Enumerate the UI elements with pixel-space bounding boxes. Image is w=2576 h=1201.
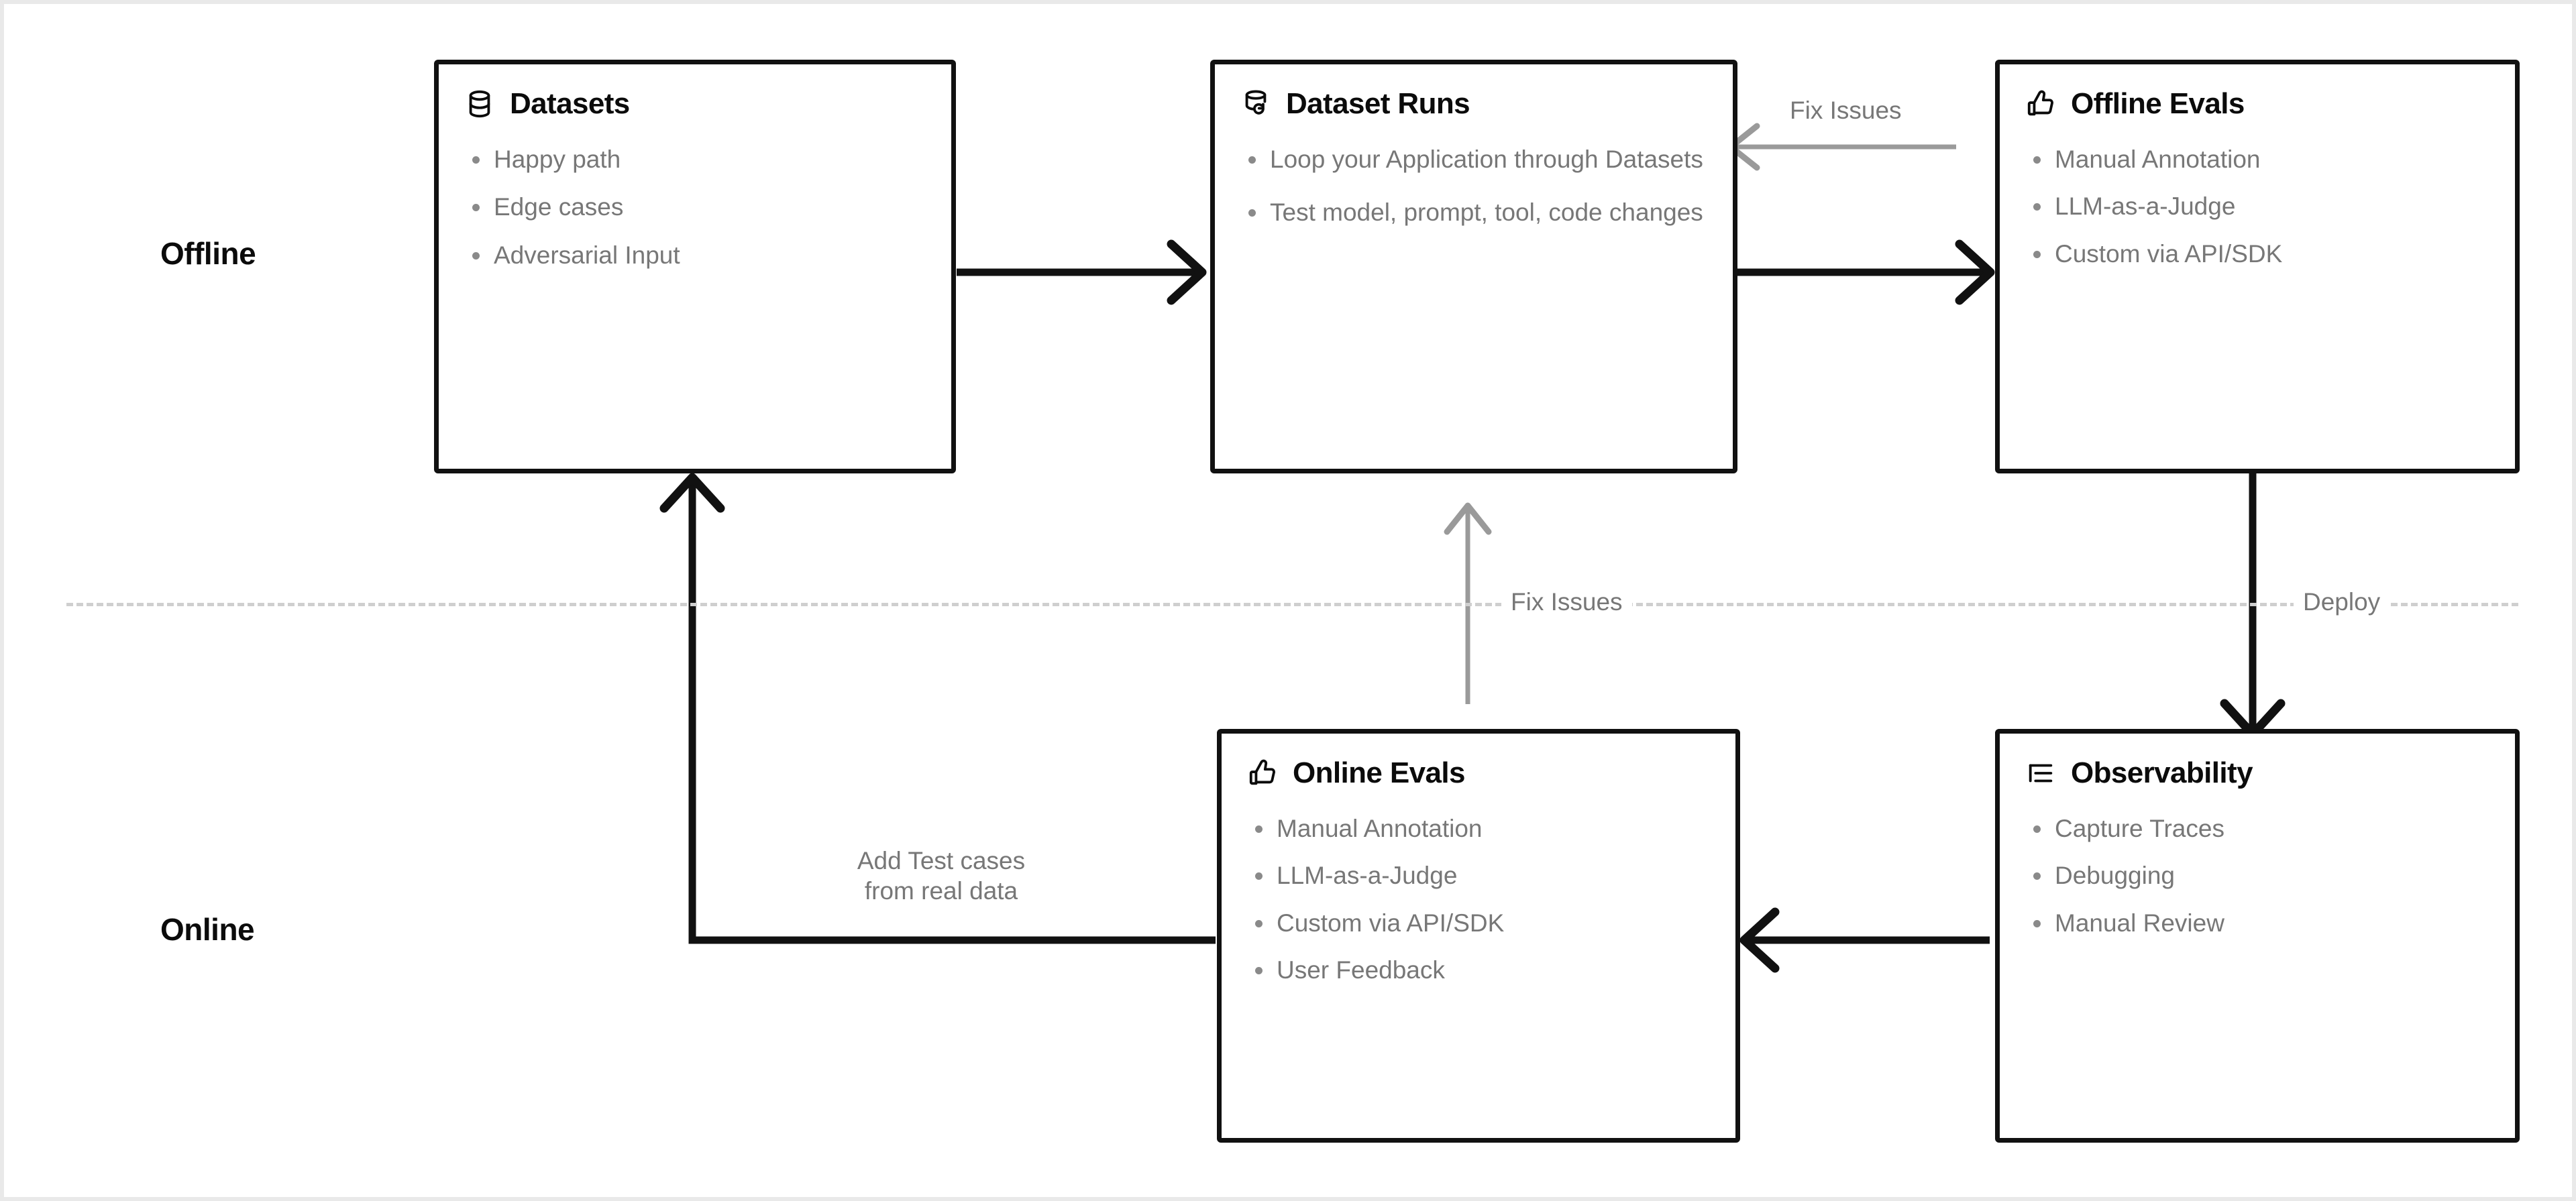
node-observability-header: Observability	[2025, 756, 2489, 790]
list-item: Test model, prompt, tool, code changes	[1240, 196, 1707, 228]
phase-label-online: Online	[160, 912, 255, 947]
node-datasets-list: Happy path Edge cases Adversarial Input	[464, 144, 926, 271]
node-dataset-runs[interactable]: Dataset Runs Loop your Application throu…	[1210, 60, 1737, 473]
node-observability-list: Capture Traces Debugging Manual Review	[2025, 813, 2489, 939]
list-item: Debugging	[2025, 860, 2489, 891]
list-item: User Feedback	[1247, 954, 1710, 986]
node-dataset-runs-title: Dataset Runs	[1286, 87, 1470, 120]
edge-label-add-test-cases: Add Test cases from real data	[810, 846, 1072, 907]
node-online-evals-title: Online Evals	[1293, 756, 1466, 789]
edge-label-deploy: Deploy	[2294, 587, 2390, 618]
list-item: Adversarial Input	[464, 239, 926, 271]
list-tree-icon	[2029, 764, 2053, 783]
list-item: Loop your Application through Datasets	[1240, 144, 1707, 175]
node-observability-title: Observability	[2071, 756, 2253, 789]
list-item: Manual Annotation	[2025, 144, 2489, 175]
thumbs-up-icon	[2027, 90, 2053, 116]
list-item: LLM-as-a-Judge	[2025, 190, 2489, 222]
node-datasets-header: Datasets	[464, 87, 926, 121]
node-dataset-runs-list: Loop your Application through Datasets T…	[1240, 144, 1707, 229]
node-offline-evals-title: Offline Evals	[2071, 87, 2245, 120]
node-online-evals-header: Online Evals	[1247, 756, 1710, 790]
node-online-evals[interactable]: Online Evals Manual Annotation LLM-as-a-…	[1217, 729, 1740, 1143]
edge-label-add-test-cases-line2: from real data	[864, 877, 1018, 905]
list-item: Happy path	[464, 144, 926, 175]
thumbs-up-icon	[1249, 759, 1275, 785]
list-item: Manual Review	[2025, 907, 2489, 939]
node-datasets-title: Datasets	[510, 87, 630, 120]
node-datasets[interactable]: Datasets Happy path Edge cases Adversari…	[434, 60, 956, 473]
phase-label-offline: Offline	[160, 236, 256, 271]
node-offline-evals-list: Manual Annotation LLM-as-a-Judge Custom …	[2025, 144, 2489, 270]
node-offline-evals-header: Offline Evals	[2025, 87, 2489, 121]
list-item: Capture Traces	[2025, 813, 2489, 844]
arrow-observability-to-online-evals	[1739, 907, 1990, 973]
database-icon	[469, 90, 490, 118]
arrow-datasets-to-dataset-runs	[957, 239, 1207, 305]
list-item: LLM-as-a-Judge	[1247, 860, 1710, 891]
node-online-evals-list: Manual Annotation LLM-as-a-Judge Custom …	[1247, 813, 1710, 986]
node-observability[interactable]: Observability Capture Traces Debugging M…	[1995, 729, 2520, 1143]
arrow-dataset-runs-to-offline-evals	[1735, 239, 1995, 305]
list-item: Manual Annotation	[1247, 813, 1710, 844]
list-item: Custom via API/SDK	[2025, 238, 2489, 270]
offline-online-divider	[66, 603, 2518, 606]
edge-label-fix-issues-middle: Fix Issues	[1501, 587, 1632, 618]
list-item: Edge cases	[464, 191, 926, 223]
edge-label-fix-issues-top: Fix Issues	[1780, 95, 1911, 126]
node-offline-evals[interactable]: Offline Evals Manual Annotation LLM-as-a…	[1995, 60, 2520, 473]
node-dataset-runs-header: Dataset Runs	[1240, 87, 1707, 121]
database-refresh-icon	[1245, 90, 1267, 115]
list-item: Custom via API/SDK	[1247, 907, 1710, 939]
arrow-fix-issues-top	[1727, 123, 1956, 171]
edge-label-add-test-cases-line1: Add Test cases	[857, 847, 1026, 874]
